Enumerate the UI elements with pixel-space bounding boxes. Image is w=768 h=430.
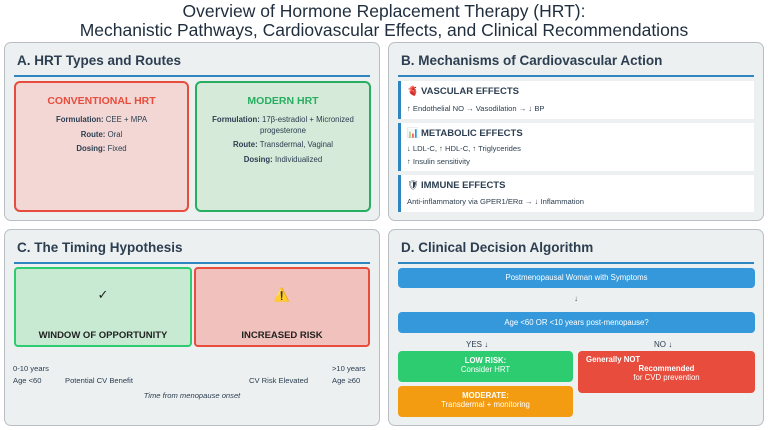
- warning-icon: ⚠️: [273, 287, 291, 302]
- no-branch-label: NO ↓: [654, 340, 673, 349]
- cv-risk-label: CV Risk Elevated: [249, 376, 309, 385]
- modern-hrt-box: MODERN HRT Formulation: 17β-estradiol + …: [195, 81, 371, 212]
- modern-dosing: Dosing: Individualized: [243, 154, 323, 164]
- panel-d-divider: [398, 262, 754, 264]
- panel-mechanisms: B. Mechanisms of Cardiovascular Action 🫀…: [388, 42, 764, 221]
- moderate-node: MODERATE: Transdermal + monitoring: [398, 386, 573, 417]
- panel-b-title: B. Mechanisms of Cardiovascular Action: [401, 53, 663, 68]
- panel-b-divider: [398, 75, 754, 77]
- window-of-opportunity-label: WINDOW OF OPPORTUNITY: [38, 330, 168, 341]
- panel-timing: C. The Timing Hypothesis ✓ WINDOW OF OPP…: [4, 229, 380, 426]
- vascular-effects-card: 🫀VASCULAR EFFECTS ↑ Endothelial NO → Vas…: [398, 81, 754, 119]
- modern-route: Route: Transdermal, Vaginal: [233, 140, 333, 149]
- low-risk-node: LOW RISK: Consider HRT: [398, 351, 573, 382]
- shield-icon: 🛡: [407, 180, 420, 191]
- not-recommended-line1: Generally NOT: [586, 355, 641, 364]
- not-recommended-line2: Recommended: [638, 364, 695, 373]
- vascular-effects-heading: VASCULAR EFFECTS: [421, 86, 519, 97]
- metabolic-effects-text-1: ↓ LDL-C, ↑ HDL-C, ↑ Triglycerides: [407, 144, 521, 153]
- modern-formulation: Formulation: 17β-estradiol + Micronized …: [212, 115, 354, 135]
- panel-c-divider: [14, 262, 370, 264]
- immune-effects-heading: IMMUNE EFFECTS: [421, 180, 506, 191]
- increased-risk-label: INCREASED RISK: [241, 330, 323, 341]
- left-years: 0-10 years: [13, 364, 49, 373]
- conventional-hrt-heading: CONVENTIONAL HRT: [47, 95, 156, 107]
- timing-axis-caption: Time from menopause onset: [143, 391, 241, 400]
- cv-benefit-label: Potential CV Benefit: [65, 376, 133, 385]
- age-question-text: Age <60 OR <10 years post-menopause?: [504, 318, 649, 327]
- age-question-node: Age <60 OR <10 years post-menopause?: [398, 312, 755, 333]
- panel-a-title: A. HRT Types and Routes: [17, 53, 182, 68]
- conventional-dosing: Dosing: Fixed: [76, 144, 127, 153]
- start-node-text: Postmenopausal Woman with Symptoms: [505, 273, 648, 282]
- conventional-route: Route: Oral: [80, 129, 123, 139]
- panel-c-title: C. The Timing Hypothesis: [17, 240, 183, 255]
- panel-d-title: D. Clinical Decision Algorithm: [401, 240, 594, 255]
- metabolic-effects-heading: METABOLIC EFFECTS: [421, 128, 523, 139]
- metabolic-effects-card: 📊METABOLIC EFFECTS ↓ LDL-C, ↑ HDL-C, ↑ T…: [398, 123, 754, 171]
- right-age: Age ≥60: [332, 376, 361, 385]
- conventional-formulation: Formulation: CEE + MPA: [55, 115, 148, 124]
- figure-title: Overview of Hormone Replacement Therapy …: [0, 2, 768, 40]
- check-icon: ✓: [97, 287, 109, 302]
- panel-a-divider: [14, 75, 370, 77]
- vascular-effects-text: ↑ Endothelial NO → Vasodilation → ↓ BP: [407, 104, 545, 113]
- window-of-opportunity-box: ✓ WINDOW OF OPPORTUNITY: [14, 267, 192, 347]
- yes-branch-label: YES ↓: [466, 340, 489, 349]
- moderate-title: MODERATE:: [462, 391, 509, 400]
- immune-effects-text: Anti-inflammatory via GPER1/ERα → ↓ Infl…: [407, 197, 584, 206]
- figure-title-line1: Overview of Hormone Replacement Therapy …: [182, 1, 586, 21]
- start-node: Postmenopausal Woman with Symptoms: [398, 268, 755, 288]
- modern-hrt-heading: MODERN HRT: [247, 95, 319, 107]
- low-risk-title: LOW RISK:: [464, 356, 507, 365]
- increased-risk-box: ⚠️ INCREASED RISK: [194, 267, 370, 347]
- not-recommended-line3: for CVD prevention: [633, 373, 700, 382]
- bar-chart-icon: 📊: [407, 128, 419, 139]
- right-years: >10 years: [332, 364, 366, 373]
- panel-decision-algorithm: D. Clinical Decision Algorithm Postmenop…: [388, 229, 764, 426]
- low-risk-text: Consider HRT: [460, 365, 511, 374]
- not-recommended-node: Generally NOT Recommended for CVD preven…: [578, 351, 755, 393]
- moderate-text: Transdermal + monitoring: [441, 400, 530, 409]
- panel-hrt-types: A. HRT Types and Routes CONVENTIONAL HRT…: [4, 42, 380, 221]
- down-arrow-1: ↓: [574, 294, 578, 303]
- left-age: Age <60: [13, 376, 42, 385]
- conventional-hrt-box: CONVENTIONAL HRT Formulation: CEE + MPA …: [14, 81, 189, 212]
- immune-effects-card: 🛡IMMUNE EFFECTS Anti-inflammatory via GP…: [398, 175, 754, 212]
- figure-title-line2: Mechanistic Pathways, Cardiovascular Eff…: [79, 20, 689, 40]
- heart-icon: 🫀: [407, 86, 419, 97]
- metabolic-effects-text-2: ↑ Insulin sensitivity: [407, 157, 470, 166]
